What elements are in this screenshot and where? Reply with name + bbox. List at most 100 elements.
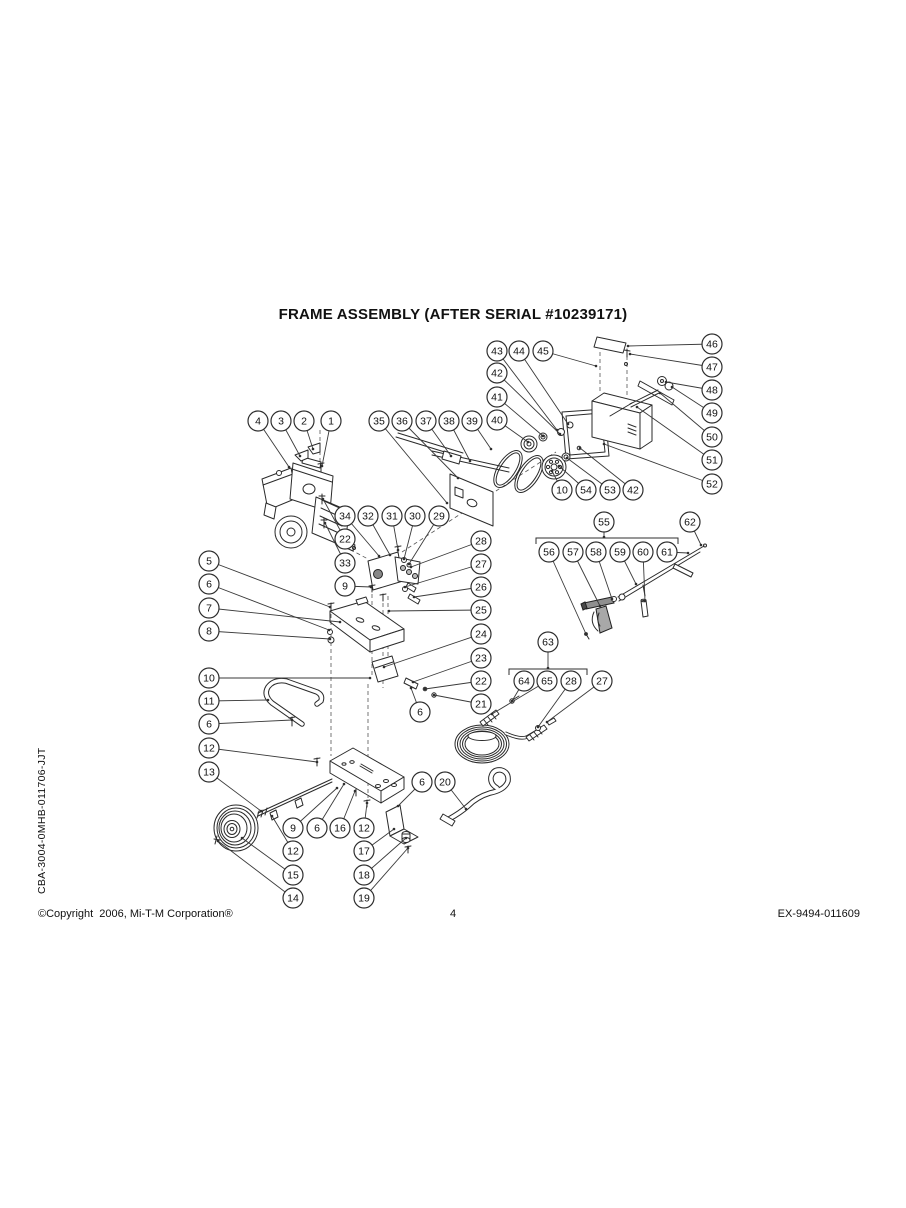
svg-text:53: 53 (604, 485, 616, 497)
svg-text:35: 35 (373, 416, 385, 428)
svg-text:59: 59 (614, 547, 626, 559)
svg-text:6: 6 (314, 823, 320, 835)
callout-18: 18 (353, 864, 375, 886)
callout-45: 45 (532, 340, 554, 362)
callout-27: 27 (591, 670, 613, 692)
callout-27: 27 (470, 553, 492, 575)
svg-text:54: 54 (580, 485, 592, 497)
callout-21: 21 (470, 693, 492, 715)
callout-54: 54 (575, 479, 597, 501)
svg-text:63: 63 (542, 637, 554, 649)
svg-text:41: 41 (491, 392, 503, 404)
svg-text:29: 29 (433, 511, 445, 523)
callout-42: 42 (622, 479, 644, 501)
svg-text:34: 34 (339, 511, 351, 523)
callout-4: 4 (247, 410, 269, 432)
svg-text:43: 43 (491, 346, 503, 358)
page-title: FRAME ASSEMBLY (AFTER SERIAL #10239171) (278, 306, 628, 323)
callout-65: 65 (536, 670, 558, 692)
callout-49: 49 (701, 402, 723, 424)
svg-text:12: 12 (287, 846, 299, 858)
muffler-box-illustration (561, 336, 675, 460)
callout-31: 31 (381, 505, 403, 527)
callout-50: 50 (701, 426, 723, 448)
callout-1: 1 (320, 410, 342, 432)
svg-text:48: 48 (706, 385, 718, 397)
svg-text:23: 23 (475, 653, 487, 665)
upper-handle-illustration (263, 677, 325, 727)
svg-text:2: 2 (301, 416, 307, 428)
callout-25: 25 (470, 599, 492, 621)
svg-text:46: 46 (706, 339, 718, 351)
svg-text:31: 31 (386, 511, 398, 523)
svg-text:6: 6 (417, 707, 423, 719)
callout-39: 39 (461, 410, 483, 432)
svg-text:42: 42 (491, 368, 503, 380)
callout-38: 38 (438, 410, 460, 432)
callout-34: 34 (334, 505, 356, 527)
svg-text:65: 65 (541, 676, 553, 688)
callout-29: 29 (428, 505, 450, 527)
svg-text:26: 26 (475, 582, 487, 594)
footer-copyright: ©Copyright 2006, Mi-T-M Corporation® (38, 908, 233, 920)
svg-text:16: 16 (334, 823, 346, 835)
callout-22: 22 (334, 528, 356, 550)
callout-53: 53 (599, 479, 621, 501)
svg-text:12: 12 (358, 823, 370, 835)
callout-22: 22 (470, 670, 492, 692)
callout-12: 12 (282, 840, 304, 862)
svg-text:56: 56 (543, 547, 555, 559)
callout-24: 24 (470, 623, 492, 645)
svg-text:5: 5 (206, 556, 212, 568)
svg-text:10: 10 (556, 485, 568, 497)
svg-text:33: 33 (339, 558, 351, 570)
callout-46: 46 (701, 333, 723, 355)
callout-10: 10 (198, 667, 220, 689)
callout-8: 8 (198, 620, 220, 642)
svg-text:4: 4 (255, 416, 261, 428)
callout-51: 51 (701, 449, 723, 471)
svg-text:40: 40 (491, 415, 503, 427)
callout-59: 59 (609, 541, 631, 563)
callout-14: 14 (282, 887, 304, 909)
callout-6: 6 (198, 573, 220, 595)
callout-11: 11 (198, 690, 220, 712)
callout-6: 6 (411, 771, 433, 793)
svg-text:37: 37 (420, 416, 432, 428)
footer-doc-number: EX-9494-011609 (777, 908, 860, 920)
svg-text:28: 28 (565, 676, 577, 688)
svg-text:47: 47 (706, 362, 718, 374)
callout-63: 63 (537, 631, 559, 653)
callout-23: 23 (470, 647, 492, 669)
footer-page-number: 4 (449, 908, 457, 920)
svg-text:57: 57 (567, 547, 579, 559)
svg-text:13: 13 (203, 767, 215, 779)
callout-12: 12 (198, 737, 220, 759)
svg-text:7: 7 (206, 603, 212, 615)
callout-36: 36 (391, 410, 413, 432)
callout-6: 6 (306, 817, 328, 839)
pump-plate-illustration (327, 596, 437, 698)
callout-61: 61 (656, 541, 678, 563)
wheel-axle-illustration (213, 778, 333, 852)
callout-16: 16 (329, 817, 351, 839)
svg-text:49: 49 (706, 408, 718, 420)
hose-coil-illustration (454, 695, 557, 764)
svg-text:22: 22 (339, 534, 351, 546)
callout-7: 7 (198, 597, 220, 619)
svg-text:17: 17 (358, 846, 370, 858)
group-bracket (535, 537, 679, 544)
callout-28: 28 (560, 670, 582, 692)
svg-text:44: 44 (513, 346, 525, 358)
svg-text:42: 42 (627, 485, 639, 497)
svg-text:62: 62 (684, 517, 696, 529)
svg-text:1: 1 (328, 416, 334, 428)
svg-text:51: 51 (706, 455, 718, 467)
foot-bracket-illustration (385, 804, 419, 854)
svg-text:32: 32 (362, 511, 374, 523)
callout-6: 6 (409, 701, 431, 723)
callout-10: 10 (551, 479, 573, 501)
callout-28: 28 (470, 530, 492, 552)
svg-text:9: 9 (290, 823, 296, 835)
